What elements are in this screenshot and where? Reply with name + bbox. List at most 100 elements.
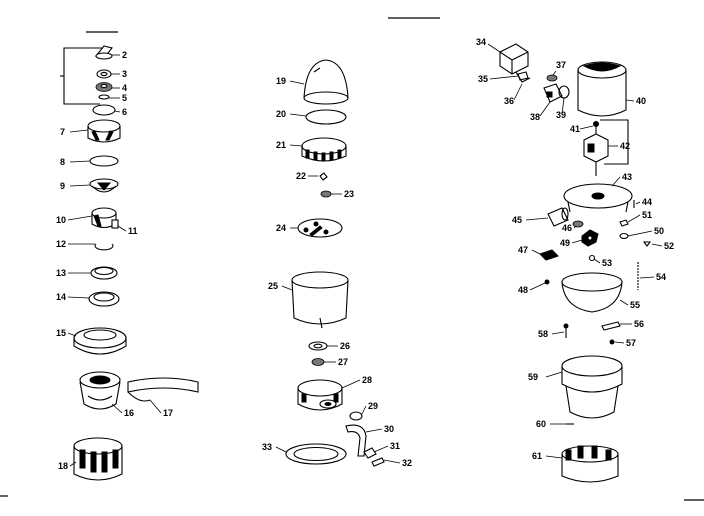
part-label-4: 4 bbox=[122, 83, 127, 93]
part-34-switch bbox=[499, 43, 529, 75]
part-55-lower-housing bbox=[561, 272, 623, 313]
part-label-21: 21 bbox=[276, 140, 286, 150]
part-label-51: 51 bbox=[642, 210, 652, 220]
part-58-screw bbox=[563, 323, 569, 338]
part-label-24: 24 bbox=[276, 223, 286, 233]
part-6-ring bbox=[92, 104, 116, 116]
part-label-29: 29 bbox=[368, 401, 378, 411]
leader-line bbox=[341, 379, 361, 389]
part-50-bushing bbox=[619, 232, 629, 240]
leader-line bbox=[289, 113, 307, 117]
part-2-tab bbox=[95, 45, 113, 60]
leader-line bbox=[573, 225, 577, 229]
part-5-ring bbox=[98, 94, 110, 100]
leader-line bbox=[149, 399, 162, 414]
part-label-46: 46 bbox=[562, 223, 572, 233]
leader-line bbox=[67, 332, 77, 337]
part-label-41: 41 bbox=[570, 124, 580, 134]
leader-line bbox=[531, 249, 541, 255]
part-label-45: 45 bbox=[512, 215, 522, 225]
leader-line bbox=[529, 282, 546, 291]
part-label-30: 30 bbox=[384, 424, 394, 434]
part-7-housing bbox=[87, 119, 121, 143]
part-label-40: 40 bbox=[636, 96, 646, 106]
part-57-screw bbox=[609, 339, 615, 345]
part-label-44: 44 bbox=[642, 197, 652, 207]
part-10-housing bbox=[91, 207, 119, 229]
leader-line bbox=[539, 101, 551, 117]
part-label-34: 34 bbox=[476, 37, 486, 47]
part-label-52: 52 bbox=[664, 241, 674, 251]
leader-line bbox=[69, 461, 77, 467]
part-label-57: 57 bbox=[626, 338, 636, 348]
part-30-elbow bbox=[345, 424, 367, 457]
part-25-liner bbox=[291, 271, 349, 329]
leader-lines bbox=[67, 43, 663, 467]
part-label-35: 35 bbox=[478, 74, 488, 84]
part-label-8: 8 bbox=[60, 157, 65, 167]
leader-line bbox=[635, 201, 641, 205]
part-17-clamp-band bbox=[127, 377, 199, 402]
part-31-flange bbox=[363, 447, 377, 459]
part-label-26: 26 bbox=[340, 341, 350, 351]
part-48-screw bbox=[544, 279, 550, 285]
part-label-6: 6 bbox=[122, 107, 127, 117]
part-label-48: 48 bbox=[518, 285, 528, 295]
part-22-key bbox=[319, 172, 328, 181]
part-label-55: 55 bbox=[630, 300, 640, 310]
part-label-42: 42 bbox=[620, 141, 630, 151]
part-label-37: 37 bbox=[556, 60, 566, 70]
leader-line bbox=[639, 276, 655, 279]
leader-line bbox=[67, 215, 93, 221]
leader-line bbox=[111, 403, 123, 414]
part-label-49: 49 bbox=[560, 238, 570, 248]
leader-line bbox=[551, 331, 565, 335]
part-label-5: 5 bbox=[122, 93, 127, 103]
part-28-housing bbox=[297, 379, 343, 411]
part-43-end-shield bbox=[563, 183, 633, 213]
part-label-58: 58 bbox=[538, 329, 548, 339]
part-59-bottom-housing bbox=[561, 355, 623, 419]
leader-line bbox=[593, 258, 601, 264]
leader-line bbox=[545, 371, 563, 378]
part-14-ring bbox=[88, 291, 120, 307]
leader-line bbox=[651, 243, 663, 247]
part-label-39: 39 bbox=[556, 110, 566, 120]
part-33-plate bbox=[285, 443, 347, 465]
part-label-7: 7 bbox=[60, 127, 65, 137]
part-label-19: 19 bbox=[276, 76, 286, 86]
part-47-plate bbox=[539, 249, 559, 261]
leader-line bbox=[383, 459, 401, 464]
part-20-ring bbox=[305, 109, 347, 125]
part-49-clip bbox=[581, 229, 599, 247]
part-3-washer bbox=[96, 69, 112, 79]
part-label-23: 23 bbox=[344, 189, 354, 199]
leader-line bbox=[627, 214, 641, 223]
part-label-28: 28 bbox=[362, 375, 372, 385]
leader-line bbox=[281, 285, 293, 291]
leader-line bbox=[561, 97, 565, 115]
part-16-flange bbox=[79, 371, 121, 410]
part-29-gasket bbox=[349, 411, 363, 421]
leader-line bbox=[513, 83, 523, 101]
part-38-box bbox=[543, 83, 563, 103]
part-label-11: 11 bbox=[128, 226, 138, 236]
group-bracket bbox=[600, 119, 629, 165]
leader-line bbox=[361, 405, 367, 415]
leader-line bbox=[489, 75, 519, 80]
part-18-crown bbox=[73, 437, 123, 481]
leader-line bbox=[525, 217, 549, 221]
leader-line bbox=[69, 184, 91, 187]
part-label-53: 53 bbox=[602, 258, 612, 268]
part-label-38: 38 bbox=[530, 112, 540, 122]
part-labels: 2 3 4 5 6 7 8 9 10 11 12 13 14 15 16 17 … bbox=[56, 37, 674, 471]
part-label-18: 18 bbox=[58, 461, 68, 471]
part-32-screw bbox=[371, 457, 385, 467]
part-label-33: 33 bbox=[262, 442, 272, 452]
part-21-toothed-ring bbox=[301, 137, 347, 162]
leader-line bbox=[67, 296, 90, 299]
part-35-bushing bbox=[517, 71, 529, 81]
part-46-switch bbox=[572, 220, 584, 228]
part-61-crown bbox=[561, 445, 619, 483]
part-label-32: 32 bbox=[402, 458, 412, 468]
